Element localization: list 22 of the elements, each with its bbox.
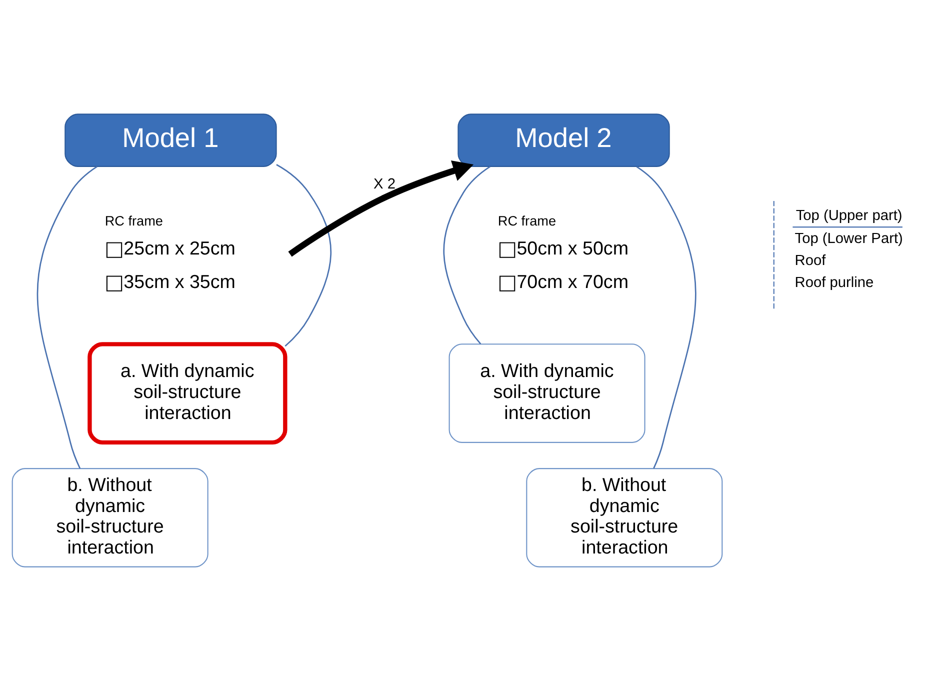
connector <box>276 164 332 347</box>
label: Roof purline <box>794 274 874 291</box>
connector <box>443 166 490 344</box>
node-box: b. Without dynamic soil-structure interaction <box>526 468 723 568</box>
connector <box>636 166 696 469</box>
label: 70cm x 70cm <box>516 271 629 292</box>
label: RC frame <box>104 213 163 228</box>
connector <box>36 166 98 469</box>
label: Top (Upper part) <box>796 208 902 224</box>
node-box: b. Without dynamic soil-structure interaction <box>12 468 208 568</box>
label: RC frame <box>498 213 556 228</box>
node-box: Model 2 <box>458 114 670 167</box>
arrow <box>288 160 474 257</box>
label: 25cm x 25cm <box>124 238 236 259</box>
edge-label: X 2 <box>374 176 396 193</box>
label: 50cm x 50cm <box>516 238 629 259</box>
label: Roof <box>794 252 826 269</box>
node-box: a. With dynamic soil-structure interaction <box>88 342 288 444</box>
label: Top (Lower Part) <box>794 230 903 247</box>
node-box: a. With dynamic soil-structure interaction <box>448 344 646 443</box>
node-box: Model 1 <box>64 114 277 167</box>
label: 35cm x 35cm <box>124 271 236 292</box>
